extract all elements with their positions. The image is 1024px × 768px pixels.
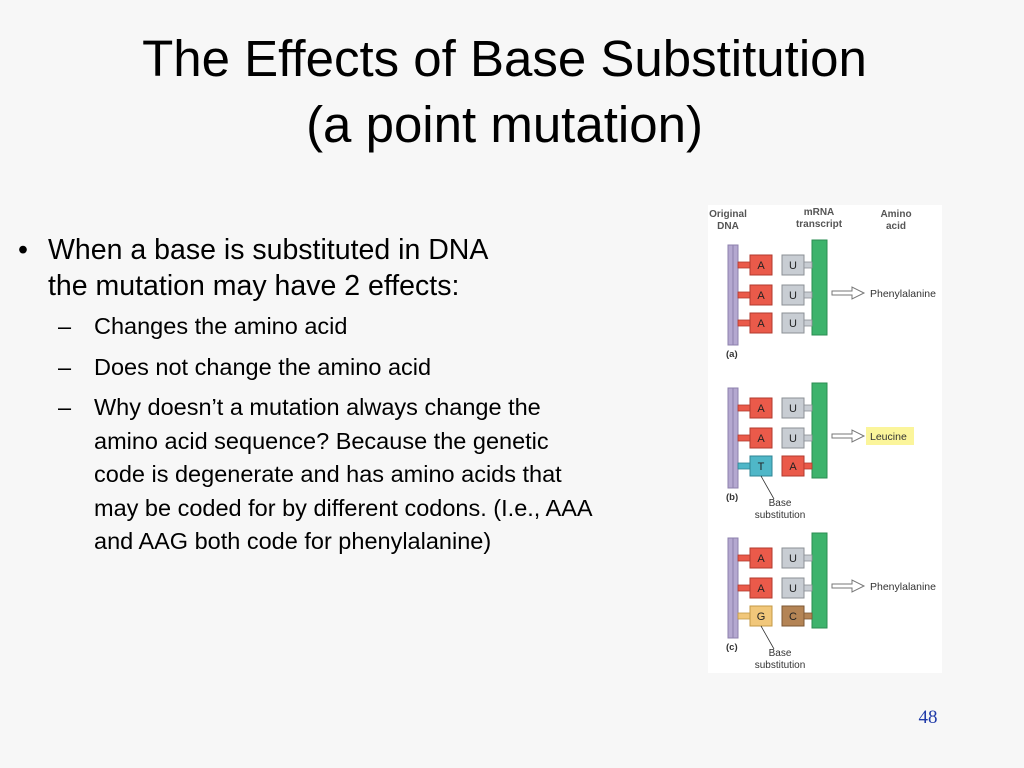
dna-base-letter: G	[757, 611, 766, 623]
dna-base	[749, 397, 773, 419]
dna-base	[749, 547, 773, 569]
dna-base	[749, 254, 773, 276]
amino-acid-label: Phenylalanine	[870, 581, 936, 593]
substitution-note: Base	[769, 498, 792, 509]
mrna-base-connector	[803, 462, 813, 470]
substitution-note: Base	[769, 648, 792, 659]
main-bullet-line-2: the mutation may have 2 effects:	[48, 270, 460, 302]
header-amino-acid: Amino	[880, 209, 911, 220]
main-bullet-line-1: When a base is substituted in DNA	[48, 234, 489, 266]
dna-base-letter: T	[758, 461, 765, 473]
header-mrna: mRNA	[804, 207, 835, 218]
dna-base-letter: A	[757, 318, 765, 330]
dna-base-connector	[737, 462, 751, 470]
mrna-base-letter: C	[789, 611, 797, 623]
sub-bullet: – Does not change the amino acid	[58, 351, 618, 385]
dna-base-connector	[737, 261, 751, 269]
dna-base-letter: A	[757, 403, 765, 415]
sub-bullet-text: Does not change the amino acid	[94, 353, 432, 380]
mrna-base-connector	[803, 434, 813, 442]
dna-base-letter: A	[757, 290, 765, 302]
substitution-note: substitution	[755, 660, 806, 671]
header-original-dna: Original	[709, 209, 747, 220]
dna-base-connector	[737, 584, 751, 592]
bullet-list: • When a base is substituted in DNA the …	[18, 232, 618, 566]
mrna-base-connector	[803, 261, 813, 269]
sub-bullet: – Changes the amino acid	[58, 310, 618, 344]
dna-base-letter: A	[757, 583, 765, 595]
dna-base	[749, 427, 773, 449]
mrna-base-letter: U	[789, 433, 797, 445]
sub-bullet-list: – Changes the amino acid – Does not chan…	[58, 310, 618, 559]
title-line-2: (a point mutation)	[306, 96, 703, 153]
sub-bullet-text: Why doesn’t a mutation always change the…	[94, 394, 592, 554]
substitution-diagram: Original DNA mRNA transcript Amino acid …	[709, 207, 936, 671]
substitution-note: substitution	[755, 510, 806, 521]
mrna-backbone	[811, 532, 828, 629]
mrna-base-letter: U	[789, 318, 797, 330]
slide-title: The Effects of Base Substitution (a poin…	[0, 26, 1009, 158]
title-line-1: The Effects of Base Substitution	[142, 30, 867, 87]
main-bullet-text: When a base is substituted in DNA the mu…	[48, 232, 608, 304]
dna-base-letter: A	[757, 553, 765, 565]
sub-bullet-marker: –	[58, 313, 72, 339]
mrna-backbone	[811, 239, 828, 336]
substitution-pointer	[760, 475, 775, 500]
dna-base-letter: A	[757, 433, 765, 445]
header-mrna: transcript	[796, 219, 843, 230]
dna-base-connector	[737, 554, 751, 562]
mrna-base-letter: U	[789, 260, 797, 272]
panel-label: (c)	[726, 642, 738, 653]
header-amino-acid: acid	[886, 221, 906, 232]
arrow-icon	[831, 429, 866, 443]
mrna-base-connector	[803, 291, 813, 299]
sub-bullet: – Why doesn’t a mutation always change t…	[58, 391, 618, 559]
sub-bullet-marker: –	[58, 353, 72, 380]
sub-bullet-marker: –	[58, 394, 72, 420]
panel-label: (a)	[726, 349, 738, 360]
dna-base-connector	[737, 291, 751, 299]
mrna-base-connector	[803, 612, 813, 620]
mrna-base-connector	[803, 584, 813, 592]
dna-base-connector	[737, 404, 751, 412]
sub-bullet-text: Changes the amino acid	[94, 313, 348, 339]
substitution-pointer	[760, 625, 775, 650]
mrna-base-letter: U	[789, 583, 797, 595]
dna-base	[749, 312, 773, 334]
amino-acid-highlight	[866, 427, 914, 445]
dna-base	[749, 284, 773, 306]
bullet-marker: •	[18, 234, 28, 266]
mrna-base-letter: U	[789, 553, 797, 565]
dna-base-connector	[737, 319, 751, 327]
panel-label: (b)	[726, 492, 738, 503]
mrna-base-connector	[803, 554, 813, 562]
mrna-base-letter: U	[789, 403, 797, 415]
header-original-dna: DNA	[717, 221, 739, 232]
main-bullet: • When a base is substituted in DNA the …	[18, 232, 618, 304]
base-substitution-figure: Original DNA mRNA transcript Amino acid …	[708, 205, 942, 673]
mrna-base-letter: U	[789, 290, 797, 302]
dna-base-connector	[737, 612, 751, 620]
dna-base	[749, 577, 773, 599]
mrna-backbone	[811, 382, 828, 479]
mrna-base-connector	[803, 319, 813, 327]
amino-acid-label: Leucine	[870, 431, 907, 443]
page-number: 48	[918, 707, 938, 728]
mrna-base-letter: A	[789, 461, 797, 473]
amino-acid-label: Phenylalanine	[870, 288, 936, 300]
dna-base-letter: A	[757, 260, 765, 272]
dna-base-connector	[737, 434, 751, 442]
arrow-icon	[831, 579, 866, 593]
arrow-icon	[831, 286, 866, 300]
mrna-base-connector	[803, 404, 813, 412]
